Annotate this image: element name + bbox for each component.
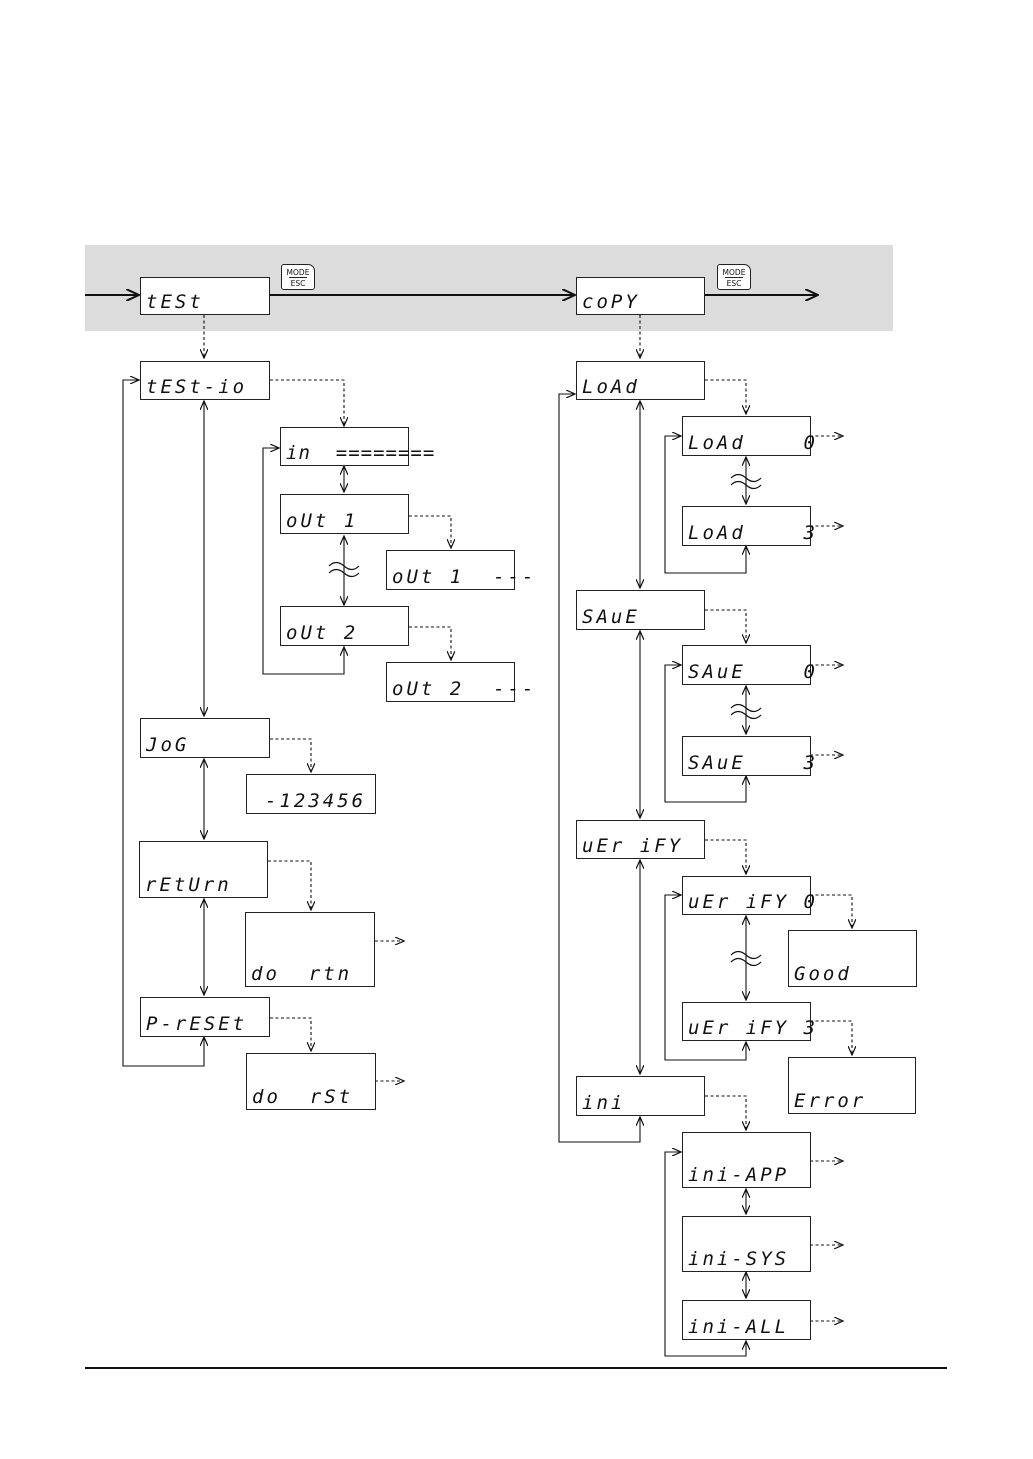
display-ini-sys: ini-SYS <box>682 1216 811 1272</box>
display-text: oUt 2 --- <box>392 678 536 700</box>
display-text: SAuE 3 <box>688 752 818 774</box>
key-divider <box>289 277 307 278</box>
display-text: rEtUrn <box>145 874 232 896</box>
key-label-esc: ESC <box>282 279 314 288</box>
display-jog-value: -123456 <box>246 774 376 814</box>
display-preset: P-rESEt <box>140 997 270 1037</box>
display-return: rEtUrn <box>139 841 268 898</box>
display-text: JoG <box>146 734 189 756</box>
display-text: LoAd <box>582 376 640 398</box>
display-out1-value: oUt 1 --- <box>386 550 515 590</box>
display-save: SAuE <box>576 590 705 630</box>
display-text: ini-SYS <box>688 1248 789 1270</box>
display-text: tESt-io <box>146 376 247 398</box>
display-text: SAuE <box>582 606 640 628</box>
display-text: ini-APP <box>688 1164 789 1186</box>
display-test-io: tESt-io <box>140 361 270 400</box>
display-text: ini <box>582 1092 625 1114</box>
display-do-rtn: do rtn <box>245 912 375 987</box>
footer-rule <box>85 1367 947 1369</box>
display-text: uEr iFY 3 <box>688 1017 818 1039</box>
display-load-0: LoAd 0 <box>682 416 811 456</box>
display-text: Error <box>794 1090 866 1112</box>
display-save-3: SAuE 3 <box>682 736 811 776</box>
display-text: coPY <box>582 291 640 313</box>
key-label-mode: MODE <box>718 268 750 277</box>
display-ini-app: ini-APP <box>682 1132 811 1188</box>
display-text: oUt 1 --- <box>392 566 536 588</box>
display-verify-3: uEr iFY 3 <box>682 1002 811 1041</box>
display-text: ini-ALL <box>688 1316 789 1338</box>
display-verify-0: uEr iFY 0 <box>682 876 811 915</box>
display-in: in ======== <box>280 427 409 466</box>
mode-esc-key-icon: MODE ESC <box>717 264 751 290</box>
display-jog: JoG <box>140 718 270 758</box>
display-text: in ======== <box>286 442 435 464</box>
display-verify: uEr iFY <box>576 820 705 859</box>
display-do-rst: do rSt <box>246 1053 376 1110</box>
display-text: SAuE 0 <box>688 661 818 683</box>
display-text: P-rESEt <box>146 1013 247 1035</box>
key-divider <box>725 277 743 278</box>
display-text: uEr iFY 0 <box>688 891 818 913</box>
display-out2-value: oUt 2 --- <box>386 662 515 702</box>
display-text: LoAd 3 <box>688 522 818 544</box>
display-out1: oUt 1 <box>280 494 409 534</box>
display-text: do rSt <box>252 1086 353 1108</box>
display-text: do rtn <box>251 963 352 985</box>
key-label-mode: MODE <box>282 268 314 277</box>
display-save-0: SAuE 0 <box>682 645 811 685</box>
display-copy: coPY <box>576 277 705 315</box>
display-text: Good <box>794 963 852 985</box>
display-text: tESt <box>146 291 204 313</box>
display-out2: oUt 2 <box>280 606 409 646</box>
display-ini-all: ini-ALL <box>682 1300 811 1340</box>
mode-esc-key-icon: MODE ESC <box>281 264 315 290</box>
display-load-3: LoAd 3 <box>682 506 811 546</box>
display-error: Error <box>788 1057 916 1114</box>
display-load: LoAd <box>576 361 705 400</box>
display-text: oUt 1 <box>286 510 358 532</box>
display-text: uEr iFY <box>582 835 683 857</box>
display-text: LoAd 0 <box>688 432 818 454</box>
display-ini: ini <box>576 1076 705 1116</box>
display-test: tESt <box>140 277 270 315</box>
display-text: oUt 2 <box>286 622 358 644</box>
display-text: -123456 <box>265 790 366 812</box>
key-label-esc: ESC <box>718 279 750 288</box>
display-good: Good <box>788 930 917 987</box>
